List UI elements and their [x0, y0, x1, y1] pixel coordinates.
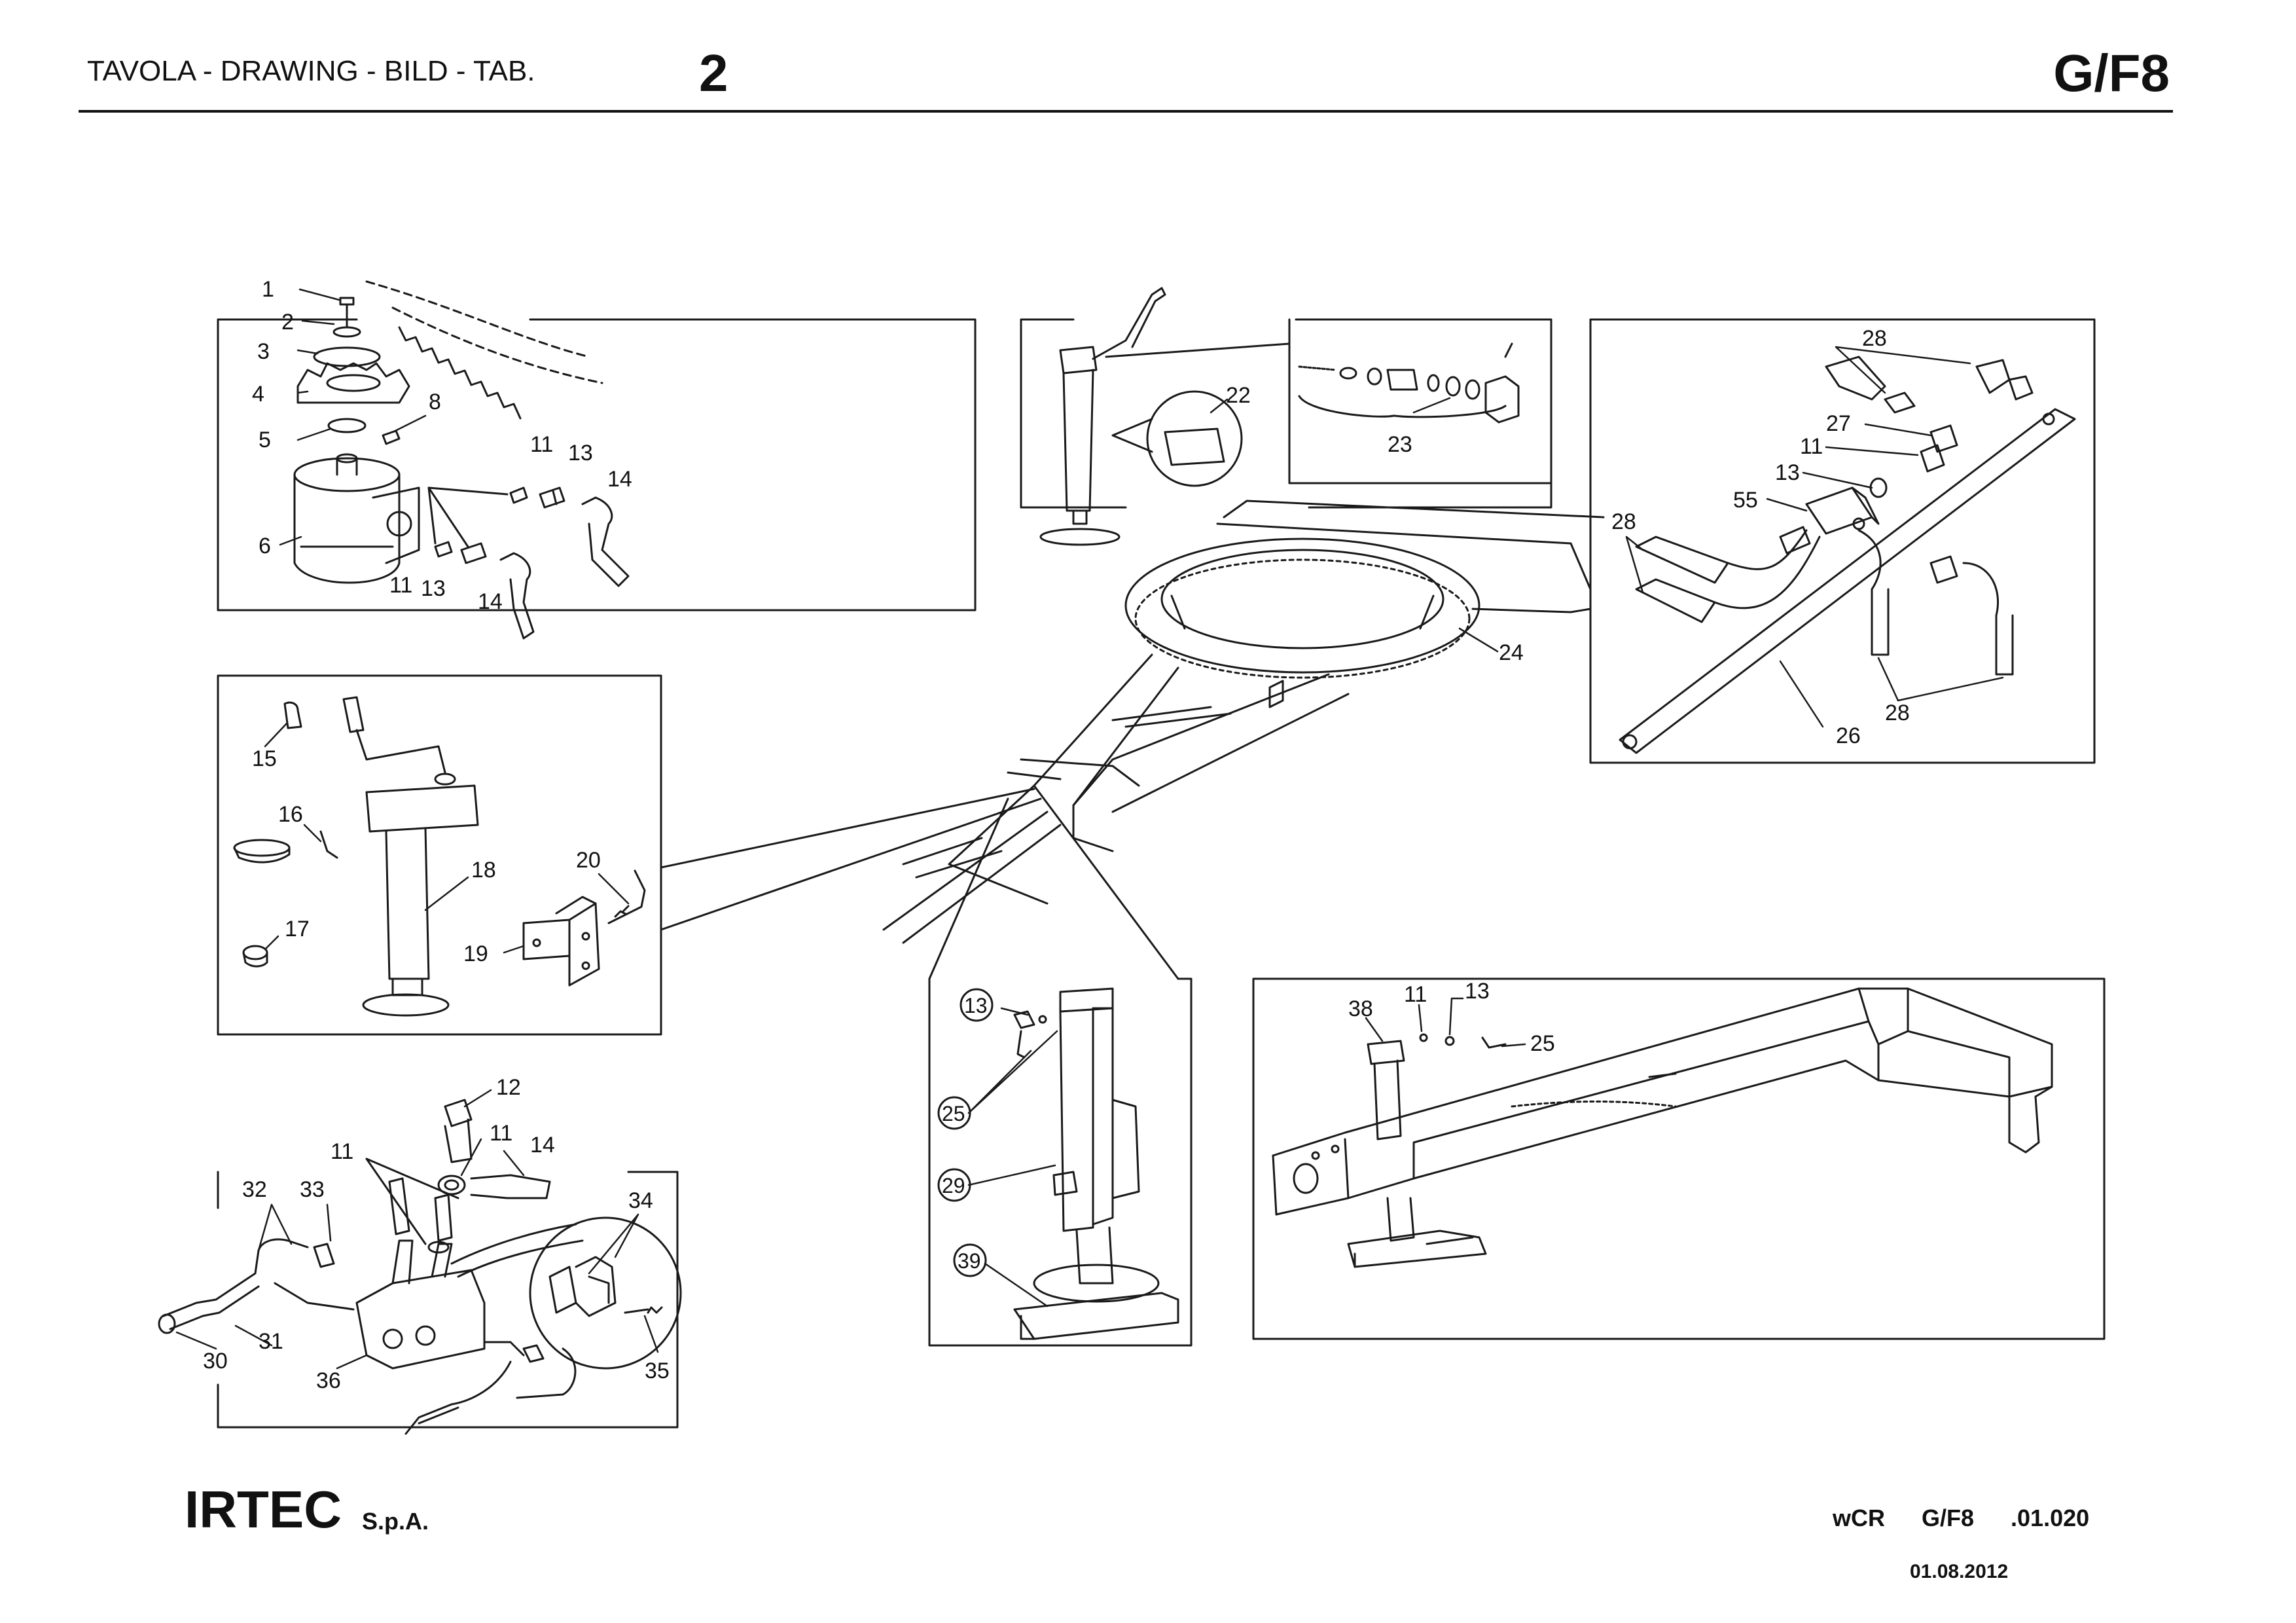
circled-callout-25-ring: [937, 1096, 971, 1130]
clamp-detail-circle: [529, 1216, 682, 1370]
callout-24: 24: [1499, 640, 1524, 665]
callout-55: 55: [1733, 488, 1758, 513]
callout-8: 8: [429, 390, 441, 414]
table-number: 2: [699, 44, 728, 102]
circled-callout-39-ring: [953, 1243, 987, 1277]
box-hydraulic-hoses: [1589, 318, 2096, 764]
circled-callouts: 13 25 29 39: [937, 988, 994, 1277]
callout-11: 11: [490, 1121, 512, 1146]
callout-39: 39: [958, 1249, 981, 1273]
callout-16: 16: [278, 802, 303, 827]
callout-18: 18: [471, 858, 496, 883]
callout-20: 20: [576, 848, 601, 873]
callout-1: 1: [262, 277, 274, 302]
callout-29: 29: [942, 1174, 965, 1197]
document-date: 01.08.2012: [1910, 1561, 2009, 1582]
callout-13: 13: [1775, 460, 1800, 485]
callout-2: 2: [281, 310, 294, 335]
callout-33: 33: [300, 1177, 325, 1202]
callout-12: 12: [496, 1075, 521, 1100]
callout-13: 13: [1465, 979, 1490, 1004]
circled-callout-29-ring: [937, 1168, 971, 1202]
callout-22: 22: [1226, 383, 1251, 408]
valve-detail-circle: [1146, 390, 1243, 487]
callout-14: 14: [530, 1133, 555, 1158]
callout-4: 4: [252, 382, 264, 407]
box-jack-valve: [1020, 287, 1552, 546]
box-jack-post: [928, 784, 1193, 1347]
callout-30: 30: [203, 1349, 228, 1374]
callout-32: 32: [242, 1177, 267, 1202]
callout-13: 13: [568, 441, 593, 465]
box-hydraulic-motor: [217, 280, 977, 640]
drawing-table-label: TAVOLA - DRAWING - BILD - TAB.: [87, 55, 535, 87]
callout-11: 11: [530, 432, 553, 457]
callout-17: 17: [285, 917, 310, 941]
callout-numbers: 1 2 3 4 5 6 8 11 13 14 11 13 14 22 23 24…: [203, 277, 1910, 1393]
callout-38: 38: [1348, 996, 1373, 1021]
callout-14: 14: [607, 467, 632, 492]
callout-13: 13: [964, 994, 988, 1017]
callout-31: 31: [259, 1329, 283, 1354]
callout-25: 25: [1530, 1031, 1555, 1056]
callout-28: 28: [1611, 509, 1636, 534]
callout-11: 11: [389, 573, 412, 598]
callout-5: 5: [259, 428, 271, 452]
callout-leaders: [175, 288, 2004, 1370]
turntable-ring-inner: [1160, 549, 1444, 649]
box-drawbar: [1252, 977, 2106, 1340]
callout-11: 11: [1404, 982, 1427, 1007]
central-chassis: [882, 500, 1605, 944]
callout-11: 11: [331, 1139, 353, 1164]
box-crank-jack: [217, 674, 1042, 1036]
callout-28: 28: [1885, 701, 1910, 725]
callout-13: 13: [421, 576, 446, 601]
callout-36: 36: [316, 1368, 341, 1393]
callout-11: 11: [1800, 434, 1823, 459]
callout-35: 35: [645, 1359, 670, 1383]
company-name: IRTEC: [185, 1480, 342, 1539]
circled-callout-13-ring: [960, 988, 994, 1022]
callout-34: 34: [628, 1188, 653, 1213]
turntable-ring-outer: [1124, 538, 1480, 674]
callout-14: 14: [478, 589, 503, 614]
callout-19: 19: [463, 941, 488, 966]
drawing-code: G/F8: [2053, 44, 2170, 102]
callout-23: 23: [1388, 432, 1412, 457]
company-suffix: S.p.A.: [362, 1508, 429, 1535]
callout-28: 28: [1862, 326, 1887, 351]
header-rule: [79, 110, 2173, 113]
callout-26: 26: [1836, 723, 1861, 748]
callout-6: 6: [259, 534, 271, 558]
callout-25: 25: [942, 1102, 965, 1125]
turntable-gear-teeth: [1134, 558, 1471, 679]
box-control-valve: [158, 1099, 682, 1435]
callout-27: 27: [1826, 411, 1851, 436]
callout-3: 3: [257, 339, 270, 364]
callout-15: 15: [252, 746, 277, 771]
document-code: wCR G/F8 .01.020: [1833, 1504, 2090, 1531]
